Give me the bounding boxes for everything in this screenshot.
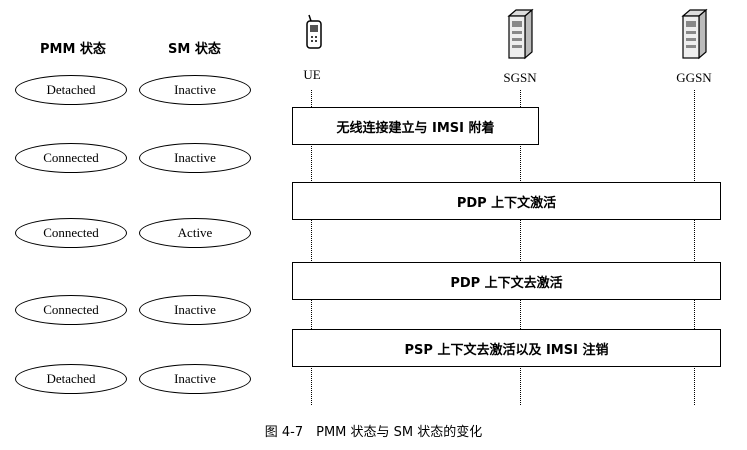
sm-state-ellipse: Inactive [139,143,251,173]
sgsn-lifeline [520,90,521,405]
procedure-box: PDP 上下文去激活 [292,262,721,300]
sm-state-header: SM 状态 [168,42,221,57]
pmm-state-header: PMM 状态 [40,42,106,57]
figure-caption: 图 4-7 PMM 状态与 SM 状态的变化 [264,425,483,440]
pmm-state-ellipse: Connected [15,218,127,248]
pmm-state-ellipse: Detached [15,75,127,105]
pmm-state-ellipse: Connected [15,295,127,325]
procedure-box: 无线连接建立与 IMSI 附着 [292,107,539,145]
sgsn-label: SGSN [503,70,537,85]
sm-state-ellipse: Active [139,218,251,248]
ue-label: UE [303,67,321,82]
ggsn-label: GGSN [676,70,712,85]
procedure-box: PSP 上下文去激活以及 IMSI 注销 [292,329,721,367]
sm-state-ellipse: Inactive [139,364,251,394]
procedure-box: PDP 上下文激活 [292,182,721,220]
pmm-state-ellipse: Connected [15,143,127,173]
sm-state-ellipse: Inactive [139,295,251,325]
sm-state-ellipse: Inactive [139,75,251,105]
ue-lifeline [311,90,312,405]
pmm-state-ellipse: Detached [15,364,127,394]
mobile-phone-icon [306,14,322,49]
ggsn-server-icon [681,8,708,60]
sgsn-server-icon [507,8,534,60]
ggsn-lifeline [694,90,695,405]
